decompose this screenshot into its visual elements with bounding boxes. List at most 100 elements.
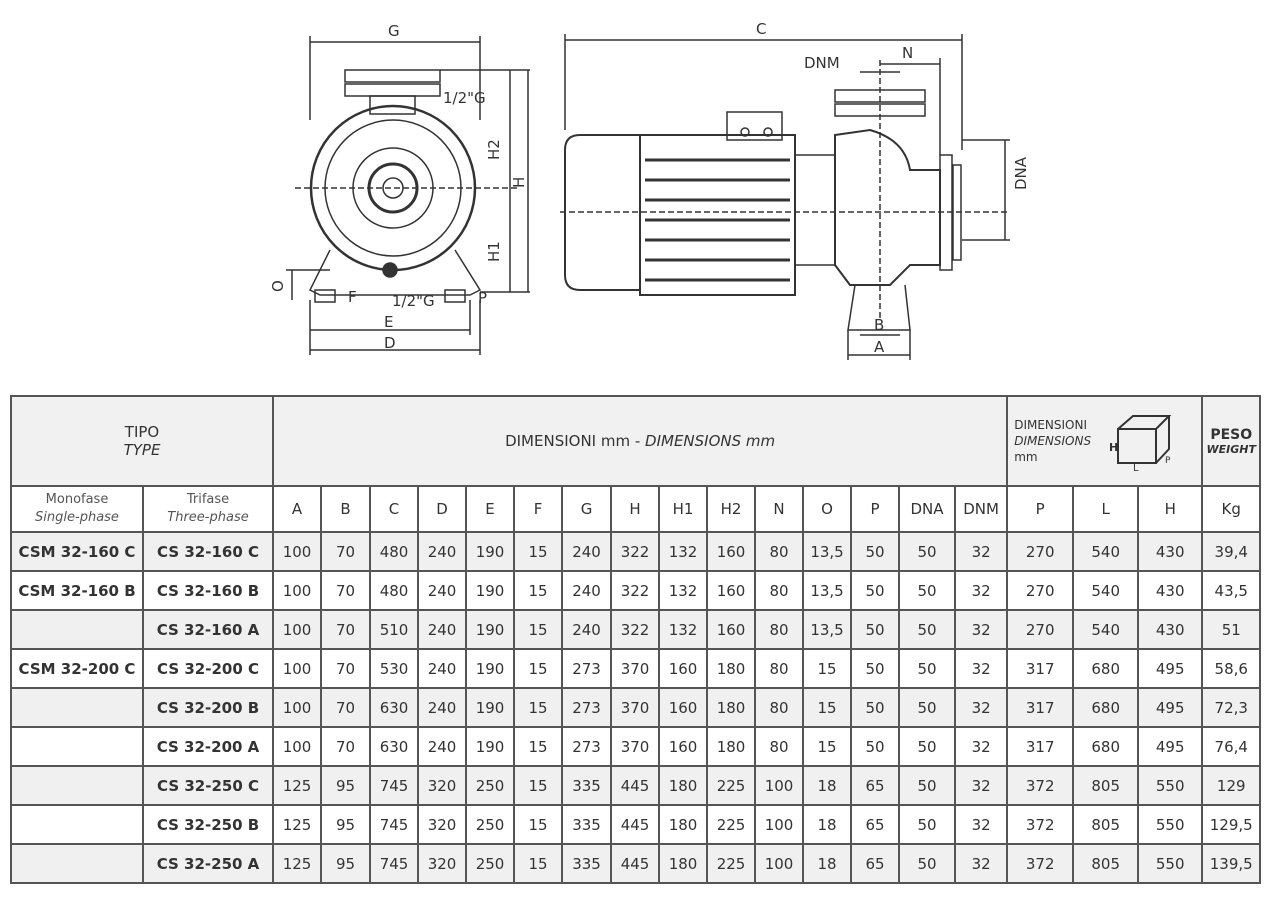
- table-cell: 370: [610, 726, 661, 767]
- table-cell: 70: [320, 726, 372, 767]
- table-cell: 100: [272, 570, 323, 611]
- single-phase-model: [10, 609, 144, 650]
- table-cell: 100: [272, 609, 323, 650]
- three-phase-model: CS 32-160 C: [141, 531, 275, 572]
- table-cell: 15: [513, 726, 564, 767]
- table-cell: 180: [706, 726, 757, 767]
- table-cell: 15: [513, 804, 564, 845]
- table-cell: 430: [1137, 570, 1204, 611]
- table-cell: 15: [513, 531, 564, 572]
- table-cell: 15: [513, 843, 564, 884]
- table-cell: 70: [320, 609, 372, 650]
- column-header: A: [272, 485, 323, 533]
- table-cell: 129,5: [1201, 804, 1262, 845]
- table-cell: 430: [1137, 609, 1204, 650]
- table-cell: 15: [802, 726, 853, 767]
- single-phase-model: [10, 687, 144, 728]
- column-header: C: [369, 485, 420, 533]
- column-header: H: [1137, 485, 1204, 533]
- table-cell: 322: [610, 570, 661, 611]
- table-cell: 530: [369, 648, 420, 689]
- label-b: B: [874, 316, 884, 334]
- label-p: P: [478, 289, 487, 307]
- label-g: G: [388, 22, 400, 40]
- table-cell: 70: [320, 570, 372, 611]
- label-a: A: [874, 338, 885, 356]
- table-cell: 50: [898, 531, 957, 572]
- table-cell: 180: [658, 804, 709, 845]
- table-cell: 15: [513, 765, 564, 806]
- table-cell: 273: [561, 687, 613, 728]
- table-cell: 540: [1072, 609, 1140, 650]
- table-cell: 15: [513, 570, 564, 611]
- table-cell: 70: [320, 531, 372, 572]
- three-phase-model: CS 32-200 A: [141, 726, 275, 767]
- column-header: DNA: [898, 485, 957, 533]
- table-cell: 372: [1006, 765, 1075, 806]
- table-cell: 139,5: [1201, 843, 1262, 884]
- table-cell: 190: [465, 726, 516, 767]
- table-cell: 160: [658, 726, 709, 767]
- single-phase-model: CSM 32-160 C: [10, 531, 144, 572]
- table-cell: 160: [706, 609, 757, 650]
- table-cell: 80: [754, 726, 805, 767]
- table-cell: 335: [561, 843, 613, 884]
- table-cell: 225: [706, 765, 757, 806]
- table-cell: 372: [1006, 843, 1075, 884]
- table-cell: 480: [369, 570, 420, 611]
- table-cell: 240: [417, 726, 468, 767]
- table-cell: 160: [658, 687, 709, 728]
- table-cell: 100: [272, 531, 323, 572]
- column-header: L: [1072, 485, 1140, 533]
- table-cell: 50: [898, 609, 957, 650]
- table-cell: 550: [1137, 804, 1204, 845]
- table-cell: 132: [658, 531, 709, 572]
- table-cell: 18: [802, 765, 853, 806]
- table-cell: 43,5: [1201, 570, 1262, 611]
- table-cell: 32: [954, 687, 1009, 728]
- table-cell: 125: [272, 804, 323, 845]
- table-cell: 32: [954, 531, 1009, 572]
- table-cell: 50: [898, 570, 957, 611]
- table-cell: 15: [802, 687, 853, 728]
- column-header: O: [802, 485, 853, 533]
- table-cell: 50: [898, 843, 957, 884]
- table-cell: 180: [706, 648, 757, 689]
- table-cell: 250: [465, 804, 516, 845]
- table-cell: 100: [754, 765, 805, 806]
- table-cell: 13,5: [802, 609, 853, 650]
- side-view: [560, 34, 1010, 360]
- column-header: H: [610, 485, 661, 533]
- table-cell: 550: [1137, 843, 1204, 884]
- column-header: G: [561, 485, 613, 533]
- table-cell: 100: [272, 648, 323, 689]
- three-phase-model: CS 32-250 C: [141, 765, 275, 806]
- table-cell: 320: [417, 843, 468, 884]
- table-cell: 320: [417, 765, 468, 806]
- table-cell: 430: [1137, 531, 1204, 572]
- table-cell: 190: [465, 531, 516, 572]
- table-cell: 15: [513, 648, 564, 689]
- table-cell: 72,3: [1201, 687, 1262, 728]
- table-cell: 13,5: [802, 531, 853, 572]
- table-cell: 240: [561, 531, 613, 572]
- column-header: Kg: [1201, 485, 1262, 533]
- table-cell: 65: [850, 765, 901, 806]
- table-cell: 100: [754, 804, 805, 845]
- table-cell: 125: [272, 765, 323, 806]
- dimensions-header: DIMENSIONI mm - DIMENSIONS mm: [272, 395, 1009, 487]
- column-header: N: [754, 485, 805, 533]
- table-cell: 32: [954, 726, 1009, 767]
- table-cell: 322: [610, 531, 661, 572]
- table-cell: 480: [369, 531, 420, 572]
- table-cell: 65: [850, 843, 901, 884]
- label-dna: DNA: [1012, 156, 1030, 190]
- table-cell: 445: [610, 765, 661, 806]
- table-cell: 51: [1201, 609, 1262, 650]
- table-cell: 445: [610, 804, 661, 845]
- table-cell: 317: [1006, 648, 1075, 689]
